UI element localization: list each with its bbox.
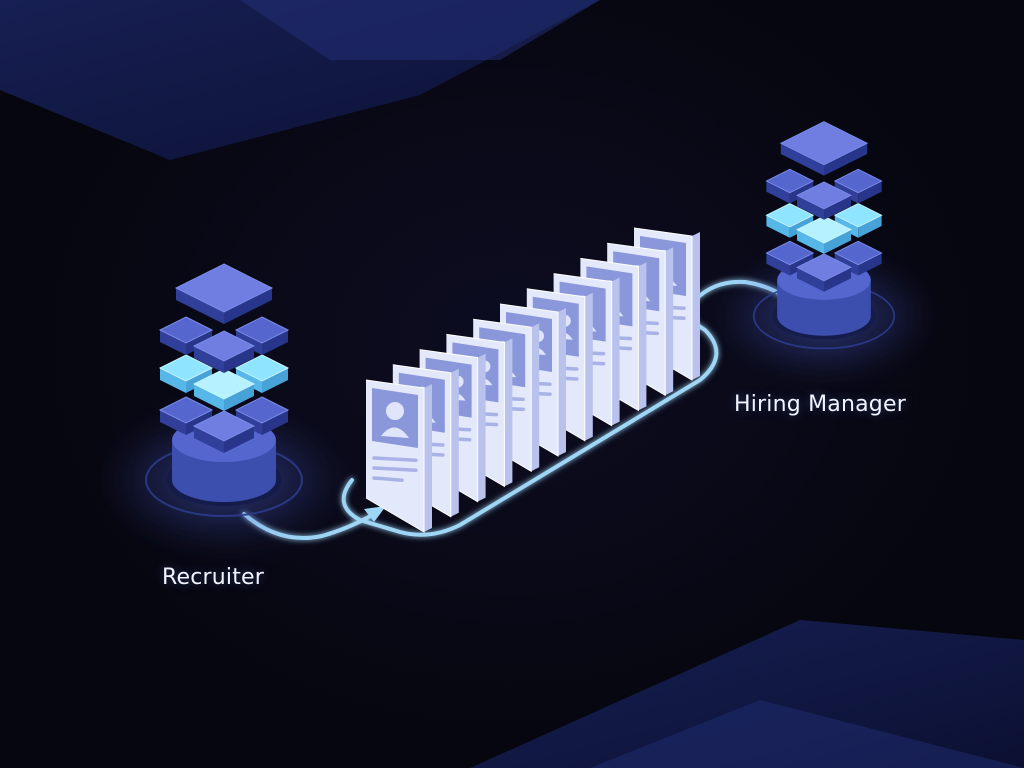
hiring-manager-label: Hiring Manager xyxy=(734,392,906,417)
pipeline-loop xyxy=(341,318,719,537)
corner-shape-bottom-right xyxy=(470,620,1024,768)
recruiter-label: Recruiter xyxy=(162,565,265,590)
corner-shape-top xyxy=(240,0,600,60)
hiring-manager-server-stack-icon xyxy=(716,121,932,379)
profile-card-icon xyxy=(365,379,432,533)
servers xyxy=(104,121,932,550)
corner-shape-bottom xyxy=(590,700,1024,768)
recruiter-server-stack-icon xyxy=(104,263,344,550)
arrow-icon xyxy=(364,506,386,522)
profile-cards xyxy=(365,227,700,533)
